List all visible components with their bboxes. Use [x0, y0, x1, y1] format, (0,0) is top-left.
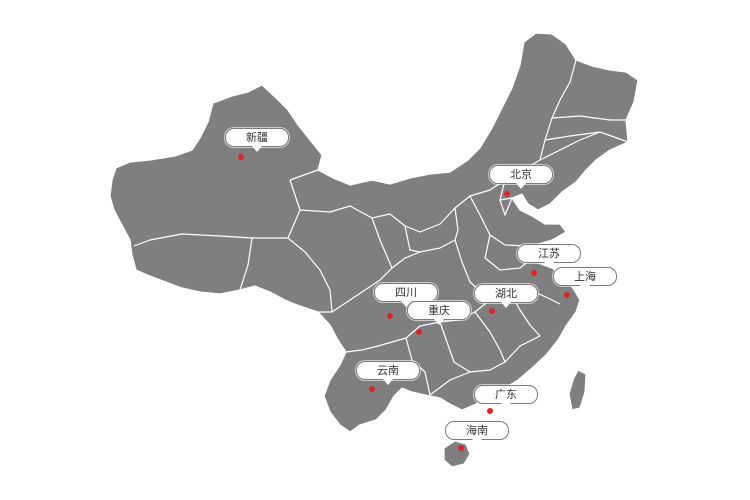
marker-label-text: 江苏: [517, 244, 581, 263]
marker-dot-guangdong[interactable]: [487, 408, 493, 414]
callout-tail: [580, 285, 590, 291]
marker-label-yunnan[interactable]: 云南: [356, 361, 420, 386]
marker-label-text: 湖北: [474, 284, 538, 303]
marker-label-beijing[interactable]: 北京: [489, 165, 553, 190]
marker-label-text: 新疆: [225, 128, 289, 147]
marker-dot-shanghai[interactable]: [564, 292, 570, 298]
marker-label-text: 海南: [445, 421, 509, 440]
marker-dot-hubei[interactable]: [489, 308, 495, 314]
callout-tail: [516, 183, 526, 189]
marker-label-text: 四川: [374, 283, 438, 302]
callout-tail: [544, 262, 554, 268]
marker-label-hubei[interactable]: 湖北: [474, 284, 538, 309]
marker-label-sichuan[interactable]: 四川: [374, 283, 438, 308]
marker-label-text: 上海: [553, 267, 617, 286]
callout-tail: [434, 319, 444, 325]
callout-tail: [252, 146, 262, 152]
taiwan-island[interactable]: [568, 369, 587, 411]
marker-dots: [238, 154, 570, 451]
marker-label-text: 云南: [356, 361, 420, 380]
marker-dot-yunnan[interactable]: [369, 386, 375, 392]
callout-tail: [383, 379, 393, 385]
marker-label-jiangsu[interactable]: 江苏: [517, 244, 581, 269]
marker-label-guangdong[interactable]: 广东: [474, 385, 538, 410]
callout-tail: [501, 403, 511, 409]
marker-dot-sichuan[interactable]: [387, 313, 393, 319]
marker-label-hainan[interactable]: 海南: [445, 421, 509, 446]
marker-dot-beijing[interactable]: [504, 191, 510, 197]
marker-label-text: 重庆: [407, 301, 471, 320]
marker-label-shanghai[interactable]: 上海: [553, 267, 617, 292]
marker-dot-jiangsu[interactable]: [531, 270, 537, 276]
marker-label-text: 北京: [489, 165, 553, 184]
marker-label-xinjiang[interactable]: 新疆: [225, 128, 289, 153]
marker-label-chongqing[interactable]: 重庆: [407, 301, 471, 326]
marker-dot-chongqing[interactable]: [416, 329, 422, 335]
callout-tail: [501, 302, 511, 308]
callout-tail: [401, 301, 411, 307]
marker-dot-hainan[interactable]: [458, 445, 464, 451]
marker-label-text: 广东: [474, 385, 538, 404]
marker-dot-xinjiang[interactable]: [238, 154, 244, 160]
callout-tail: [472, 439, 482, 445]
